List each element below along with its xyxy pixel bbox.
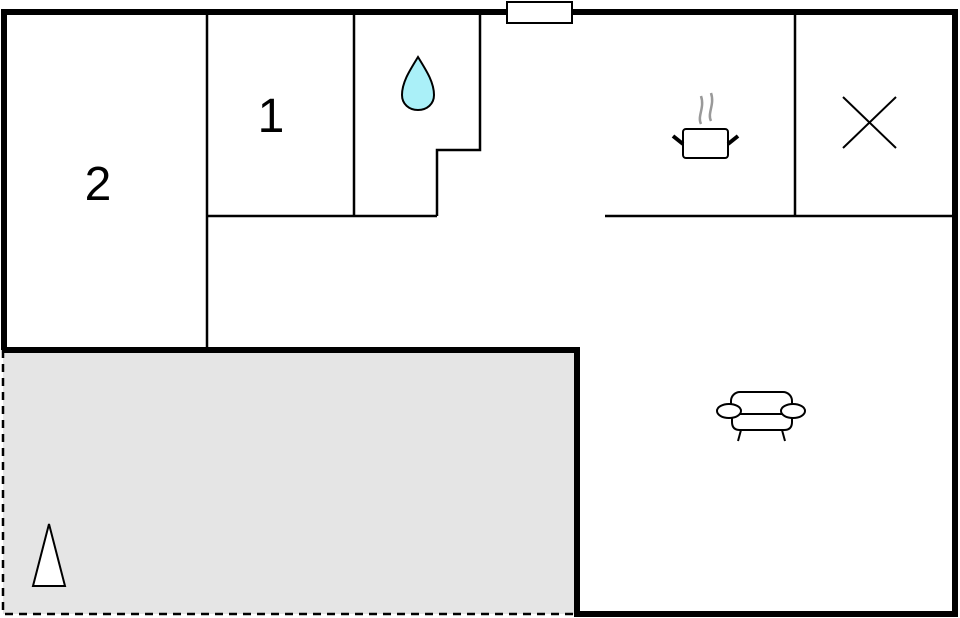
window	[506, 1, 573, 24]
armchair-icon	[716, 391, 806, 442]
interior-walls	[205, 12, 955, 348]
outer-wall	[1, 9, 958, 617]
water-drop-icon	[400, 55, 436, 112]
cooking-pot-icon	[671, 92, 740, 159]
umbrella-triangle-icon	[31, 523, 67, 587]
terrace	[1, 350, 577, 616]
cross-icon	[842, 96, 897, 149]
room-label-1: 1	[258, 90, 285, 143]
room-label-2: 2	[85, 158, 112, 211]
